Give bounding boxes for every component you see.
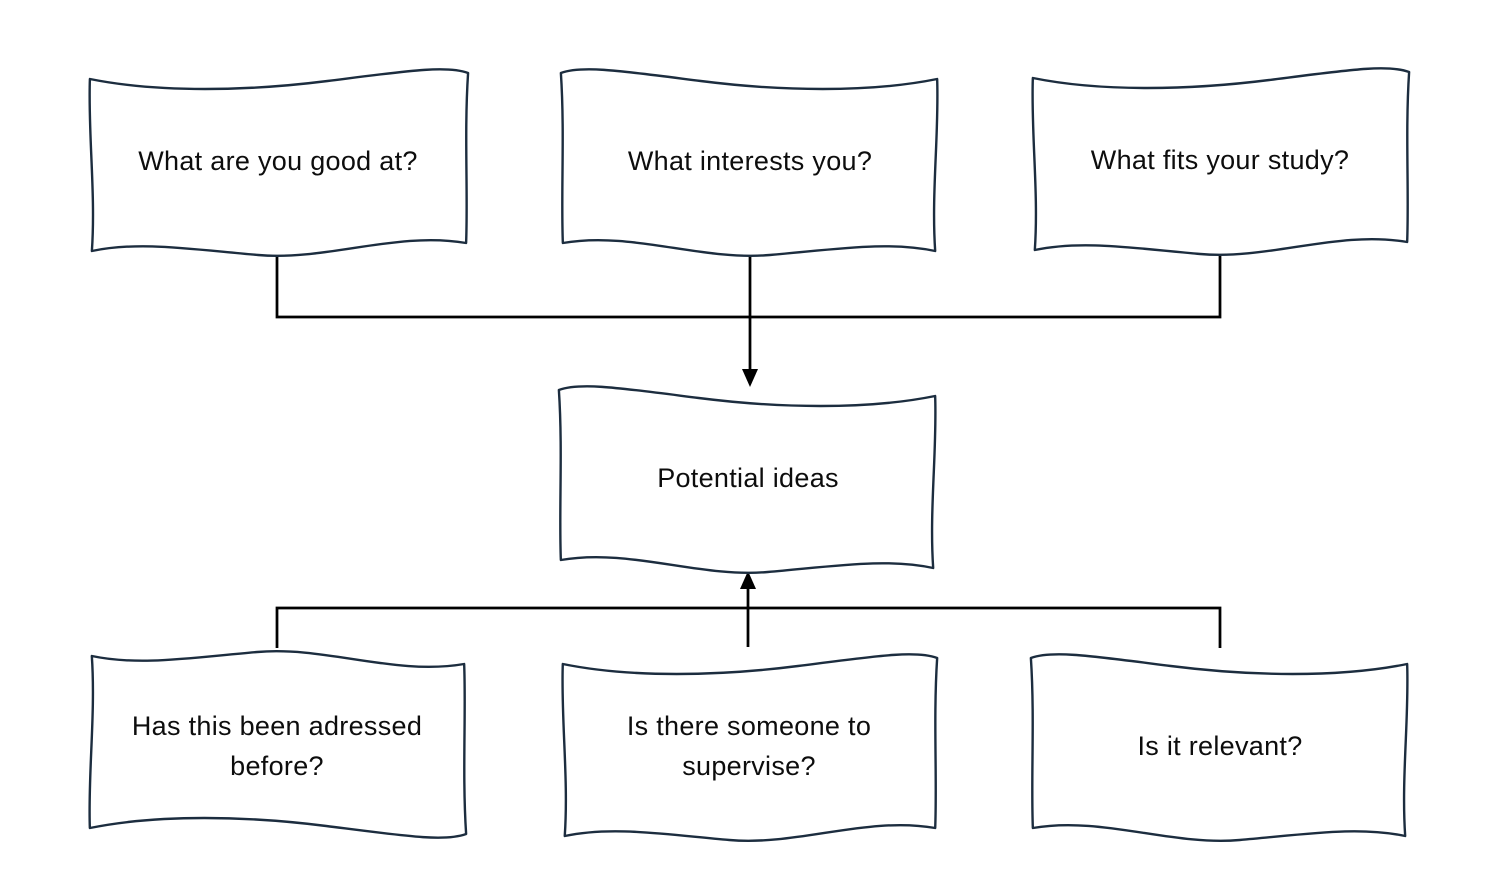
node-label: Potential ideas <box>657 462 839 493</box>
node-what-are-you-good-at: What are you good at? <box>80 63 476 259</box>
top-elbow-connector <box>275 254 1222 319</box>
wave-box-shape <box>1023 62 1417 258</box>
node-label: Is there someone to supervise? <box>626 710 872 782</box>
node-label: What are you good at? <box>138 145 418 176</box>
node-label: What fits your study? <box>1090 144 1350 175</box>
node-has-this-been-adressed-before: Has this been adressed before? <box>80 648 474 844</box>
node-potential-ideas: Potential ideas <box>551 380 945 576</box>
node-label: Is it relevant? <box>1137 730 1303 761</box>
wave-box-shape <box>1023 648 1417 844</box>
node-what-fits-your-study: What fits your study? <box>1023 62 1417 258</box>
node-label: What interests you? <box>627 145 873 176</box>
node-is-it-relevant: Is it relevant? <box>1023 648 1417 844</box>
wave-box-shape <box>553 648 945 844</box>
wave-box-shape <box>80 648 474 844</box>
node-is-there-someone-to-supervise: Is there someone to supervise? <box>553 648 945 844</box>
wave-box-shape <box>80 63 476 259</box>
bottom-elbow-connector <box>275 606 1222 648</box>
node-what-interests-you: What interests you? <box>553 63 947 259</box>
wave-box-shape <box>551 380 945 576</box>
node-label: Has this been adressed before? <box>131 710 423 782</box>
wave-box-shape <box>553 63 947 259</box>
